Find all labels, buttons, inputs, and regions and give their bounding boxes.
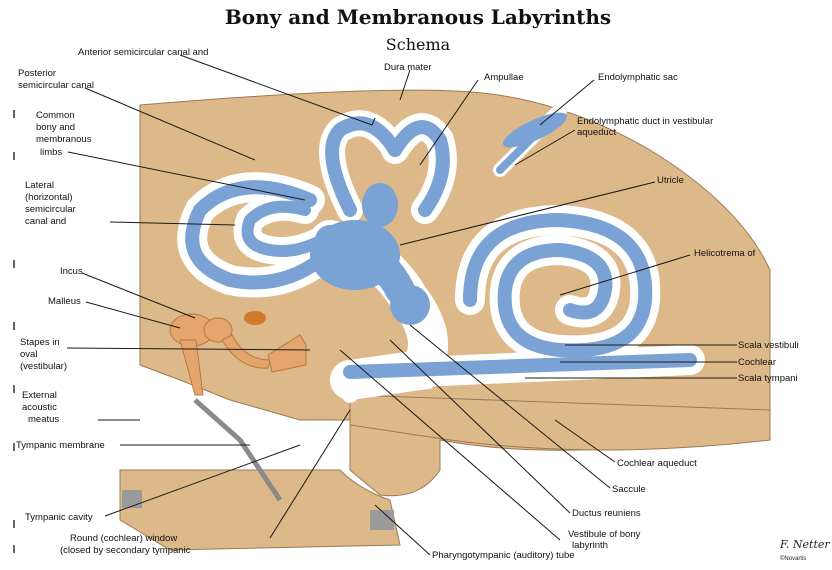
label-helicotrema: Helicotrema of [694,248,756,259]
label-stapes-1: Stapes in [20,337,60,348]
label-vestibule-1: Vestibule of bony [568,529,641,540]
label-stapes-3: (vestibular) [20,361,67,372]
label-pharyngotympanic: Pharyngotympanic (auditory) tube [432,550,575,561]
meatus-plug-left [122,490,142,508]
label-dura-mater: Dura mater [384,62,432,73]
meatus-plug-right [370,510,394,530]
label-endolymphatic-duct-2: aqueduct [577,127,616,138]
label-external-1: External [22,390,57,401]
label-cochlear: Cochlear [738,357,776,368]
label-endolymphatic-duct-1: Endolymphatic duct in vestibular [577,116,713,127]
label-incus: Incus [60,266,83,277]
diagram-subtitle: Schema [386,35,451,54]
label-tympanic-cavity: Tympanic cavity [25,512,93,523]
label-lateral-2: (horizontal) [25,192,73,203]
label-round-window-1: Round (cochlear) window [70,533,177,544]
credit-signature: F. Netter [779,538,830,551]
label-ampullae: Ampullae [484,72,524,83]
label-scala-tympani: Scala tympani [738,373,798,384]
label-common-1: Common [36,110,75,121]
label-saccule: Saccule [612,484,646,495]
ampulla-1 [362,183,398,227]
dark-ossicle-spot [244,311,266,325]
label-ductus-reuniens: Ductus reuniens [572,508,641,519]
label-tympanic-membrane: Tympanic membrane [16,440,105,451]
label-malleus: Malleus [48,296,81,307]
label-external-2: acoustic [22,402,57,413]
label-round-window-2: (closed by secondary tympanic [60,545,191,556]
saccule-body [390,285,430,325]
label-posterior-2: semicircular canal [18,80,94,91]
label-stapes-2: oval [20,349,37,360]
label-scala-vestibuli: Scala vestibuli [738,340,799,351]
label-common-2: bony and [36,122,75,133]
label-lateral-1: Lateral [25,180,54,191]
label-posterior-1: Posterior [18,68,56,79]
label-anterior-canal: Anterior semicircular canal and [78,47,208,58]
diagram-title: Bony and Membranous Labyrinths [225,5,611,29]
label-endolymphatic-sac: Endolymphatic sac [598,72,678,83]
label-common-3: membranous [36,134,92,145]
label-external-3: meatus [28,414,59,425]
label-lateral-3: semicircular [25,204,76,215]
label-utricle: Utricle [657,175,684,186]
label-vestibule-2: labyrinth [572,540,608,551]
label-cochlear-aqueduct: Cochlear aqueduct [617,458,697,469]
label-lateral-4: canal and [25,216,66,227]
utricle-body [310,220,400,290]
round-window-spot [342,387,358,403]
label-common-4: limbs [40,147,62,158]
credit-copyright: ©Novartis [780,555,806,562]
